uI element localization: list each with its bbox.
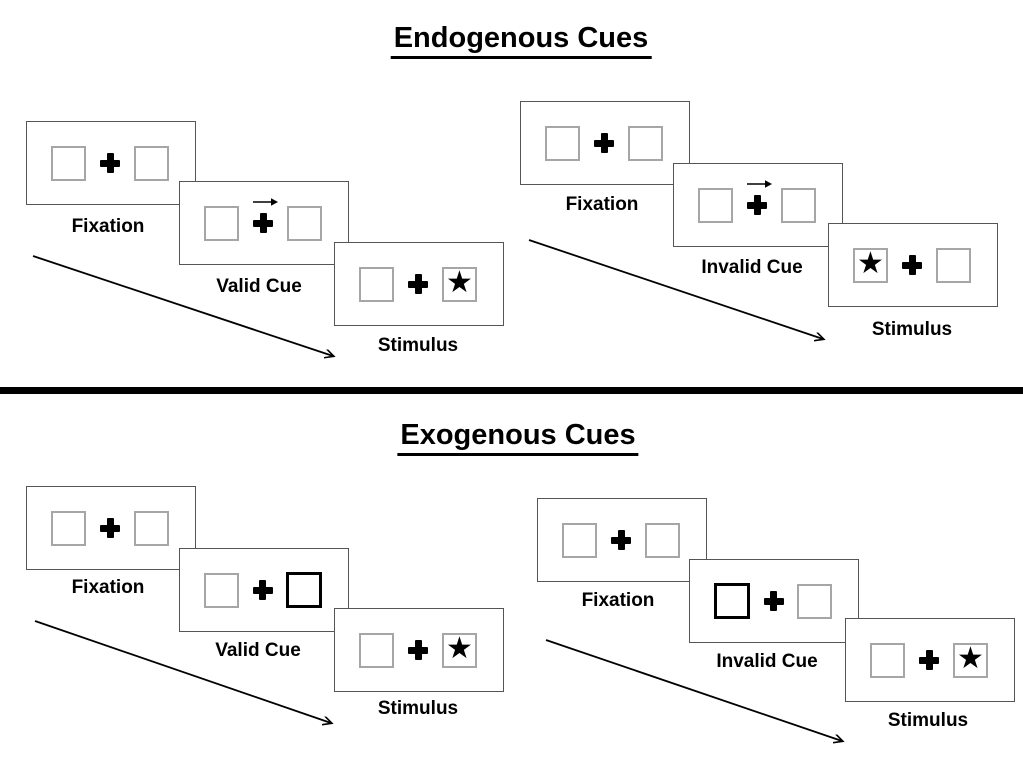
timeline-arrow-icon — [528, 239, 841, 352]
fixation-cross-icon — [253, 213, 273, 233]
right-placeholder-box — [781, 187, 816, 223]
fixation-cross-icon — [902, 255, 922, 275]
left-placeholder-box — [359, 266, 394, 302]
left-placeholder-box — [204, 205, 239, 241]
panel-label: Stimulus — [871, 319, 953, 340]
fixation-cross-icon — [919, 650, 939, 670]
fixation-cross-wrap — [747, 180, 772, 215]
fixation-cross-icon — [100, 518, 120, 538]
fixation-panel — [537, 498, 707, 582]
panel-label: Fixation — [71, 577, 145, 598]
panel-label: Invalid Cue — [716, 651, 818, 672]
cue-panel — [179, 181, 349, 265]
right-placeholder-box — [287, 205, 322, 241]
panel-label: Stimulus — [887, 710, 969, 731]
fixation-cross-icon — [408, 274, 428, 294]
exogenous-cue-box — [286, 572, 322, 608]
fixation-cross-wrap — [100, 518, 120, 538]
timeline-arrow-icon — [34, 620, 347, 735]
stimulus-panel: ★ — [845, 618, 1015, 702]
fixation-cross-icon — [594, 133, 614, 153]
panel-label: Valid Cue — [215, 640, 301, 661]
left-placeholder-box — [359, 632, 394, 668]
star-box: ★ — [953, 642, 988, 678]
fixation-cross-icon — [408, 640, 428, 660]
star-icon: ★ — [446, 632, 473, 665]
panel-label: Fixation — [565, 194, 639, 215]
left-placeholder-box — [51, 145, 86, 181]
fixation-cross-wrap — [253, 198, 278, 233]
left-placeholder-box — [562, 522, 597, 558]
right-placeholder-box — [134, 145, 169, 181]
fixation-cross-wrap — [408, 274, 428, 294]
cue-panel — [673, 163, 843, 247]
fixation-cross-icon — [763, 591, 784, 611]
panel-label: Stimulus — [377, 698, 459, 719]
fixation-panel — [26, 121, 196, 205]
star-icon: ★ — [446, 266, 473, 299]
stimulus-panel: ★ — [828, 223, 998, 307]
star-icon: ★ — [857, 247, 884, 280]
fixation-cross-wrap — [100, 153, 120, 173]
cue-arrow-icon — [747, 180, 772, 188]
fixation-cross-icon — [252, 580, 273, 600]
star-icon: ★ — [957, 642, 984, 675]
section-title-endogenous: Endogenous Cues — [390, 22, 652, 60]
fixation-cross-wrap — [919, 650, 939, 670]
star-box: ★ — [442, 266, 477, 302]
timeline-arrow-icon — [545, 639, 858, 754]
panel-label: Valid Cue — [216, 276, 302, 297]
panel-label: Fixation — [581, 590, 655, 611]
right-placeholder-box — [936, 247, 971, 283]
fixation-cross-wrap — [252, 580, 273, 600]
right-placeholder-box — [645, 522, 680, 558]
cue-arrow-icon — [253, 198, 278, 206]
left-placeholder-box — [204, 572, 239, 608]
fixation-cross-wrap — [408, 640, 428, 660]
left-placeholder-box — [545, 125, 580, 161]
left-placeholder-box — [870, 642, 905, 678]
fixation-cross-icon — [611, 530, 631, 550]
panel-label: Fixation — [71, 216, 145, 237]
right-placeholder-box — [628, 125, 663, 161]
right-placeholder-box — [797, 583, 832, 619]
stimulus-panel: ★ — [334, 242, 504, 326]
cue-panel — [179, 548, 349, 632]
exogenous-cue-box — [714, 583, 750, 619]
cue-panel — [689, 559, 859, 643]
fixation-cross-icon — [100, 153, 120, 173]
fixation-cross-wrap — [763, 591, 784, 611]
timeline-arrow-icon — [32, 255, 345, 368]
left-placeholder-box — [51, 510, 86, 546]
fixation-cross-wrap — [902, 255, 922, 275]
left-placeholder-box — [698, 187, 733, 223]
right-placeholder-box — [134, 510, 169, 546]
stimulus-panel: ★ — [334, 608, 504, 692]
panel-label: Invalid Cue — [701, 257, 803, 278]
section-title-exogenous: Exogenous Cues — [397, 419, 639, 457]
fixation-panel — [520, 101, 690, 185]
section-divider — [0, 387, 1023, 394]
fixation-panel — [26, 486, 196, 570]
star-box: ★ — [853, 247, 888, 283]
fixation-cross-wrap — [611, 530, 631, 550]
panel-label: Stimulus — [377, 335, 459, 356]
star-box: ★ — [442, 632, 477, 668]
fixation-cross-wrap — [594, 133, 614, 153]
fixation-cross-icon — [747, 195, 767, 215]
